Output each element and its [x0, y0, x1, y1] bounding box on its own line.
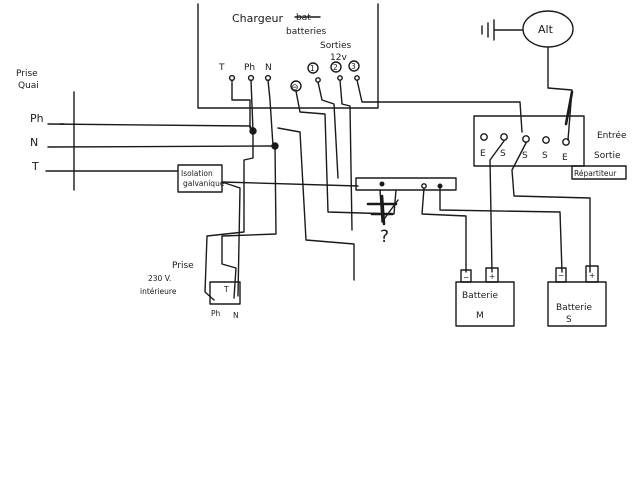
battery-m-box — [455, 281, 515, 327]
interior-outlet-line2: 230 V. — [148, 274, 171, 283]
battery-m-neg-post — [460, 269, 472, 283]
wire-shore-neutral — [47, 145, 276, 148]
splitter-s2: S — [522, 151, 528, 161]
splitter-label: Répartiteur — [574, 169, 617, 178]
wire-charger-out1 — [317, 81, 339, 179]
charger-title-strike: bat — [296, 13, 311, 23]
wire-shore-phase — [47, 123, 254, 132]
charger-t-label: T — [218, 63, 225, 73]
isolation-line2: galvanique — [183, 179, 225, 188]
wire-splitter-to-bat-m — [489, 140, 505, 273]
question-mark: ? — [380, 227, 389, 247]
splitter-e1-terminal — [480, 133, 488, 141]
wire-charger-out2 — [339, 79, 353, 231]
shore-outlet-subtitle: Quai — [18, 81, 39, 91]
splitter-e1: E — [480, 149, 486, 159]
charger-out-1: 1 — [310, 64, 315, 73]
wire-interior-phase — [204, 130, 254, 301]
wire-charger-n — [267, 79, 274, 147]
splitter-s2-terminal — [522, 135, 530, 143]
splitter-s1: S — [500, 149, 506, 159]
alternator-label: Alt — [538, 23, 554, 36]
wire-bus-shunt — [379, 189, 399, 223]
outputs-voltage: 12v — [330, 53, 347, 63]
shore-earth-label: T — [31, 160, 39, 173]
interior-outlet-box — [209, 281, 241, 305]
wire-interior-earth — [221, 181, 241, 297]
bus-terminal-1 — [379, 181, 385, 187]
shore-neutral-label: N — [30, 136, 38, 149]
shunt-block — [366, 194, 398, 226]
wire-alternator-thick — [564, 90, 574, 126]
isolation-box — [177, 164, 223, 193]
wire-interior-neutral — [221, 145, 277, 299]
splitter-s1-terminal — [500, 133, 508, 141]
wire-charger-t — [231, 79, 251, 129]
interior-outlet-line1: Prise — [172, 261, 194, 271]
splitter-title2: Sortie — [594, 151, 621, 161]
battery-m-minus: − — [463, 273, 469, 282]
charger-out-3-terminal — [348, 60, 360, 72]
alternator-ground-symbol — [481, 19, 523, 41]
battery-m-pos-post — [485, 267, 499, 283]
battery-m-plus: + — [489, 272, 495, 281]
wire-charger-aux — [277, 127, 355, 281]
charger-ph-label: Ph — [244, 63, 255, 73]
ground-bus — [355, 177, 457, 191]
wire-charger-ph — [250, 79, 254, 132]
charger-title-2: batteries — [286, 27, 327, 37]
charger-out-3: 3 — [351, 62, 356, 71]
outputs-title: Sorties — [320, 41, 351, 51]
wire-charger-minus — [295, 90, 397, 215]
charger-title: Chargeur — [232, 12, 283, 25]
shore-phase-label: Ph — [30, 112, 44, 125]
charger-out-minus: ⊖ — [291, 83, 299, 93]
interior-outlet-line3: intérieure — [140, 287, 177, 296]
charger-out-1-terminal — [307, 62, 319, 74]
splitter-title: Entrée — [597, 130, 627, 141]
interior-outlet-n: N — [233, 311, 239, 320]
battery-s-pos-post — [585, 265, 599, 283]
splitter-e2-terminal — [562, 138, 570, 146]
battery-s-sublabel: S — [566, 315, 572, 325]
splitter-s3: S — [542, 151, 548, 161]
battery-s-neg-post — [555, 267, 567, 283]
battery-s-label: Batterie — [556, 303, 592, 313]
charger-out-2: 2 — [333, 63, 338, 72]
battery-s-plus: + — [589, 271, 595, 280]
charger-out-2-terminal — [330, 61, 342, 73]
interior-outlet-t: T — [223, 285, 229, 294]
shore-outlet-title: Prise — [16, 69, 38, 79]
wire-charger-out3 — [356, 79, 523, 133]
isolation-line1: Isolation — [181, 169, 213, 178]
wire-alternator — [547, 47, 573, 141]
wire-splitter-to-bat-s — [511, 142, 591, 273]
splitter-label-box — [571, 165, 627, 180]
splitter-s3-terminal — [542, 136, 550, 144]
wire-earth-to-bus — [221, 181, 359, 187]
splitter-e2: E — [562, 153, 568, 163]
interior-outlet-ph: Ph — [211, 309, 221, 318]
battery-m-label: Batterie — [462, 291, 498, 301]
wire-bus-to-bat-s — [439, 187, 563, 273]
battery-m-sublabel: M — [476, 311, 484, 321]
alternator-circle — [522, 10, 574, 48]
charger-box — [197, 3, 379, 109]
charger-n-label: N — [265, 63, 272, 73]
wire-bus-to-bat-m — [421, 187, 467, 273]
battery-s-minus: − — [558, 271, 564, 280]
battery-s-box — [547, 281, 607, 327]
